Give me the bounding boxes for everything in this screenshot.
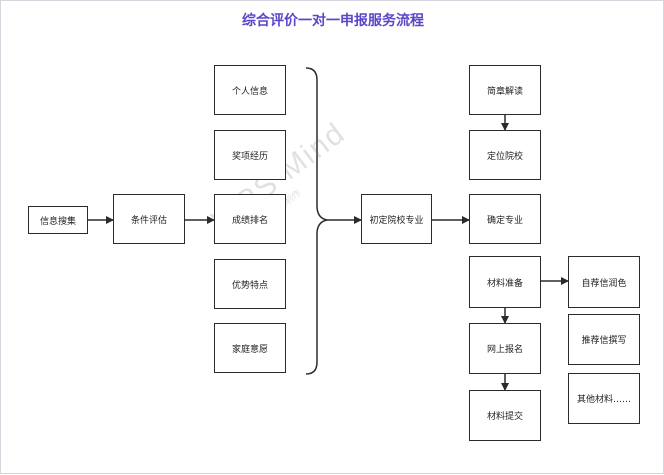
node-info-collect[interactable]: 信息搜集 bbox=[28, 206, 88, 234]
node-recommend-letter[interactable]: 推荐信撰写 bbox=[568, 314, 640, 365]
node-personal-info[interactable]: 个人信息 bbox=[214, 65, 286, 115]
node-policy-interpret[interactable]: 简章解读 bbox=[469, 65, 541, 115]
node-other-materials[interactable]: 其他材料…… bbox=[568, 373, 640, 424]
node-material-prep[interactable]: 材料准备 bbox=[469, 256, 541, 308]
node-locate-school[interactable]: 定位院校 bbox=[469, 130, 541, 180]
node-self-recommend[interactable]: 自荐信润色 bbox=[568, 256, 640, 308]
node-confirm-major[interactable]: 确定专业 bbox=[469, 194, 541, 244]
node-material-submit[interactable]: 材料提交 bbox=[469, 390, 541, 441]
node-condition-eval[interactable]: 条件评估 bbox=[113, 194, 185, 244]
node-family-wishes[interactable]: 家庭意愿 bbox=[214, 323, 286, 373]
diagram-title: 综合评价一对一申报服务流程 bbox=[242, 13, 424, 29]
node-grade-rank[interactable]: 成绩排名 bbox=[214, 194, 286, 244]
brace bbox=[305, 67, 328, 375]
node-online-apply[interactable]: 网上报名 bbox=[469, 323, 541, 374]
node-initial-school[interactable]: 初定院校专业 bbox=[361, 194, 432, 244]
node-strengths[interactable]: 优势特点 bbox=[214, 259, 286, 309]
node-awards[interactable]: 奖项经历 bbox=[214, 130, 286, 180]
